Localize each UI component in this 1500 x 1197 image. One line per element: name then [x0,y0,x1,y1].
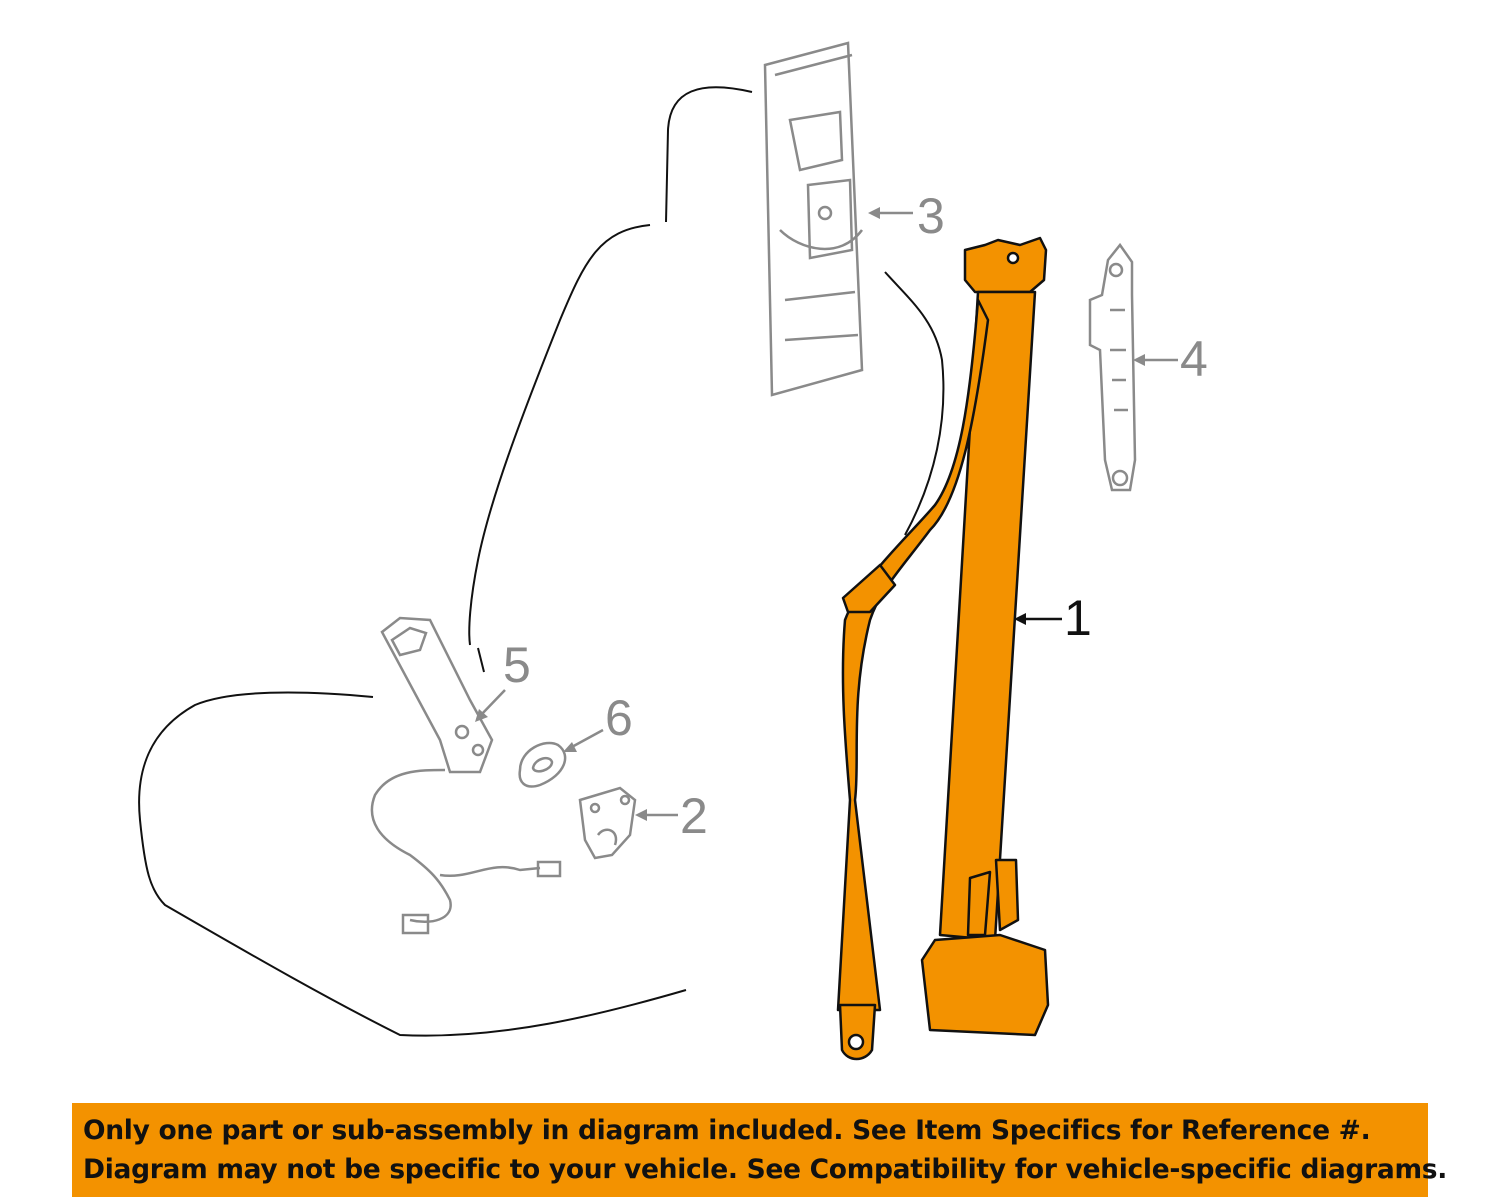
callout-label-3: 3 [917,188,945,244]
callout-6: 6 [563,690,633,752]
callout-2: 2 [635,788,708,844]
seat-outline [138,86,945,1037]
part-5-buckle [370,616,562,935]
callout-4: 4 [1133,331,1208,387]
callout-3: 3 [868,188,945,244]
callout-label-1: 1 [1064,590,1092,646]
part-3-pillar-trim [763,41,864,397]
part-4-height-adjuster [1088,242,1137,492]
callout-label-5: 5 [503,637,531,693]
disclaimer-line-2: Diagram may not be specific to your vehi… [83,1154,1448,1185]
part-6-grommet [518,741,567,788]
callout-label-4: 4 [1180,331,1208,387]
disclaimer-banner: Only one part or sub-assembly in diagram… [72,1103,1448,1197]
callout-label-2: 2 [680,788,708,844]
disclaimer-line-1: Only one part or sub-assembly in diagram… [83,1115,1371,1146]
part-2-anchor-cover [578,786,637,860]
callout-5: 5 [475,637,531,722]
parts-diagram: 1 2 3 4 5 6 [138,41,1208,1061]
callout-label-6: 6 [605,690,633,746]
part-1-seat-belt-assembly [836,236,1050,1061]
callout-1: 1 [1014,590,1092,646]
